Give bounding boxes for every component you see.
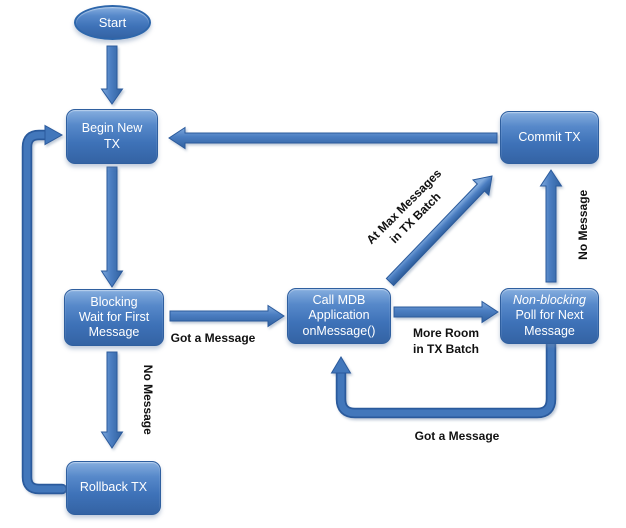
node-call-mdb-label: Call MDB Application onMessage(): [302, 293, 376, 338]
arrow-rollback-tx-to-begin-tx: [21, 124, 68, 495]
arrow-commit-tx-to-begin-tx: [168, 126, 498, 150]
node-blocking-wait: Blocking Wait for First Message: [64, 289, 164, 346]
arrow-blocking-wait-to-rollback-tx: [100, 351, 124, 449]
node-nonblocking-poll: Non-blocking Poll for Next Message: [500, 288, 599, 344]
edge-label-got-a-message-poll: Got a Message: [414, 429, 500, 443]
node-rollback-tx: Rollback TX: [66, 461, 161, 515]
node-blocking-wait-label: Blocking Wait for First Message: [78, 294, 150, 340]
node-start-label: Start: [98, 14, 127, 30]
node-rollback-tx-label: Rollback TX: [79, 480, 148, 495]
arrow-poll-to-call-mdb: [330, 344, 557, 419]
arrow-call-mdb-to-poll: [393, 300, 499, 324]
node-begin-tx-label: Begin New TX: [81, 121, 143, 151]
node-start: Start: [74, 5, 151, 40]
arrow-start-to-begin-tx: [100, 45, 124, 105]
arrow-begin-tx-to-blocking-wait: [100, 166, 124, 288]
node-begin-tx: Begin New TX: [66, 109, 158, 164]
node-commit-tx: Commit TX: [500, 111, 599, 164]
node-commit-tx-label: Commit TX: [518, 129, 581, 144]
arrow-poll-to-commit-tx: [539, 169, 563, 283]
edge-label-no-message-poll: No Message: [576, 189, 591, 260]
edge-label-no-message-first: No Message: [140, 364, 155, 435]
edge-label-more-room: More Room in TX Batch: [396, 326, 496, 357]
node-nonblocking-poll-label-rest: Poll for Next Message: [515, 308, 584, 338]
node-call-mdb: Call MDB Application onMessage(): [287, 288, 391, 344]
arrow-blocking-wait-to-call-mdb: [169, 304, 285, 328]
arrow-call-mdb-to-commit-tx: [385, 175, 493, 287]
edge-label-more-room-line2: in TX Batch: [412, 341, 479, 356]
edge-label-more-room-line1: More Room: [413, 326, 479, 340]
edge-label-got-a-message-first: Got a Message: [170, 331, 256, 345]
node-nonblocking-poll-label-italic: Non-blocking: [513, 293, 586, 308]
